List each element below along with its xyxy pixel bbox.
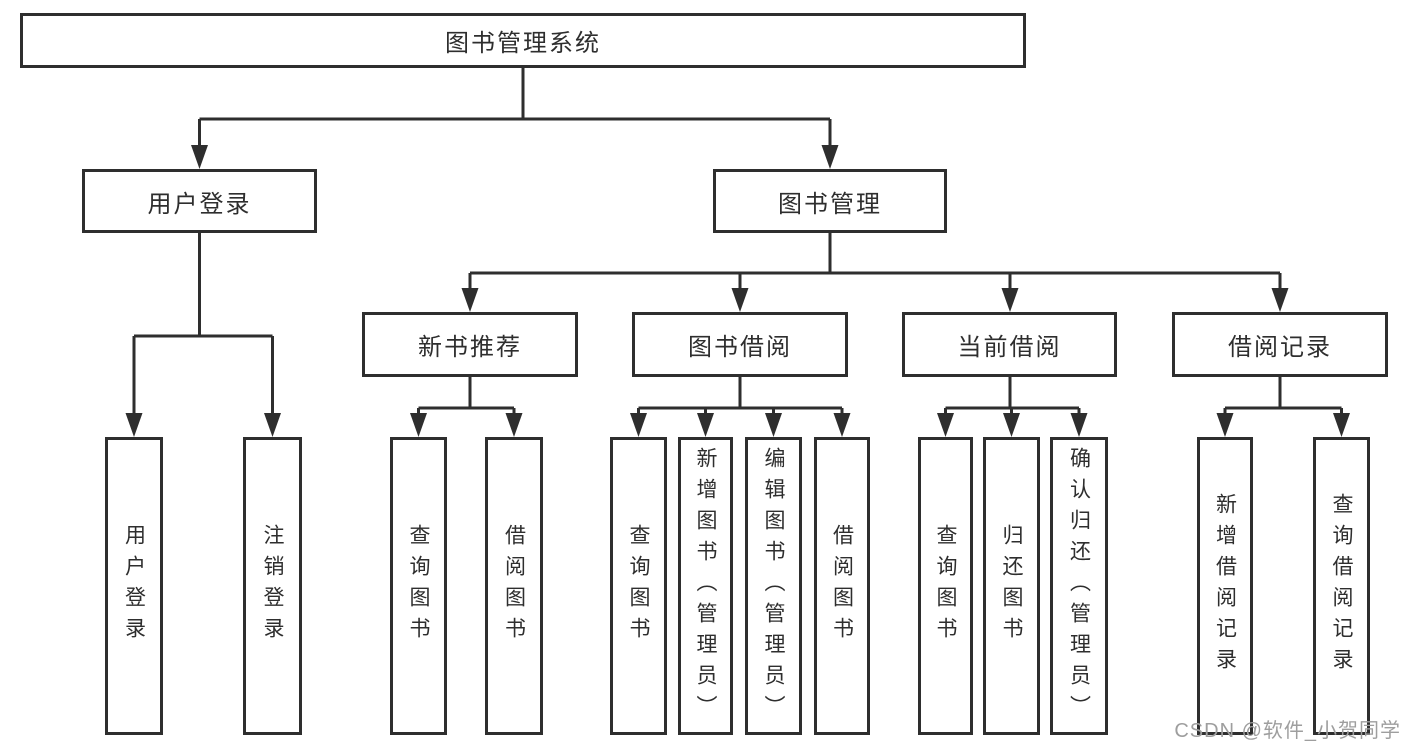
leaf-borrow-book: 借阅图书 [814,437,870,735]
arrowhead [1001,288,1019,312]
leaf-add-borrow-record-label: 新增借阅记录 [1213,493,1237,679]
arrowhead [765,413,782,437]
leaf-borrow-book-recommend-label: 借阅图书 [502,524,526,648]
leaf-confirm-return-admin: 确认归还（管理员） [1050,437,1108,735]
leaf-edit-book-admin-label: 编辑图书（管理员） [762,446,786,726]
connector-path [132,68,1343,414]
node-borrow-records: 借阅记录 [1172,312,1388,377]
arrowhead [630,413,647,437]
node-book-management: 图书管理 [713,169,947,233]
node-user-login: 用户登录 [82,169,317,233]
leaf-return-book: 归还图书 [983,437,1040,735]
arrowhead [697,413,714,437]
arrowhead [461,288,479,312]
arrowhead [731,288,749,312]
arrowhead [1271,288,1289,312]
csdn-watermark: CSDN @软件_小贺同学 [1174,720,1401,742]
leaf-query-borrow-record: 查询借阅记录 [1313,437,1370,735]
leaf-query-borrow-record-label: 查询借阅记录 [1330,493,1354,679]
leaf-user-login: 用户登录 [105,437,163,735]
leaf-query-book-borrow-label: 查询图书 [627,524,651,648]
arrowhead [410,413,427,437]
arrowhead [821,145,839,169]
node-new-book-recommend: 新书推荐 [362,312,578,377]
leaf-query-book-borrow: 查询图书 [610,437,667,735]
leaf-add-book-admin: 新增图书（管理员） [678,437,733,735]
leaf-return-book-label: 归还图书 [1000,524,1024,648]
arrowhead [125,413,143,437]
leaf-query-book-current: 查询图书 [918,437,973,735]
arrowhead [1070,413,1088,437]
leaf-add-book-admin-label: 新增图书（管理员） [694,446,718,726]
node-current-borrow-label: 当前借阅 [957,334,1062,361]
leaf-borrow-book-label: 借阅图书 [830,524,854,648]
leaf-logout: 注销登录 [243,437,302,735]
arrowhead [1216,413,1234,437]
node-borrow-records-label: 借阅记录 [1228,334,1332,361]
leaf-query-book-current-label: 查询图书 [934,524,958,648]
node-book-borrow-label: 图书借阅 [688,334,792,361]
leaf-logout-label: 注销登录 [261,524,285,648]
node-new-book-recommend-label: 新书推荐 [418,334,522,361]
arrowheads [125,145,1350,437]
leaf-user-login-label: 用户登录 [122,524,146,648]
arrowhead [1003,413,1020,437]
arrowhead [1333,413,1350,437]
leaf-query-book-recommend-label: 查询图书 [407,524,431,648]
node-root-system: 图书管理系统 [20,13,1026,68]
arrowhead [833,413,851,437]
node-user-login-label: 用户登录 [147,190,252,218]
arrowhead [505,413,523,437]
arrowhead [937,413,954,437]
node-root-system-label: 图书管理系统 [445,30,601,57]
leaf-add-borrow-record: 新增借阅记录 [1197,437,1253,735]
node-book-borrow: 图书借阅 [632,312,848,377]
arrowhead [264,413,281,437]
leaf-confirm-return-admin-label: 确认归还（管理员） [1067,446,1091,726]
node-book-management-label: 图书管理 [778,190,882,218]
leaf-query-book-recommend: 查询图书 [390,437,447,735]
node-current-borrow: 当前借阅 [902,312,1117,377]
leaf-edit-book-admin: 编辑图书（管理员） [745,437,802,735]
arrowhead [191,145,208,169]
leaf-borrow-book-recommend: 借阅图书 [485,437,543,735]
